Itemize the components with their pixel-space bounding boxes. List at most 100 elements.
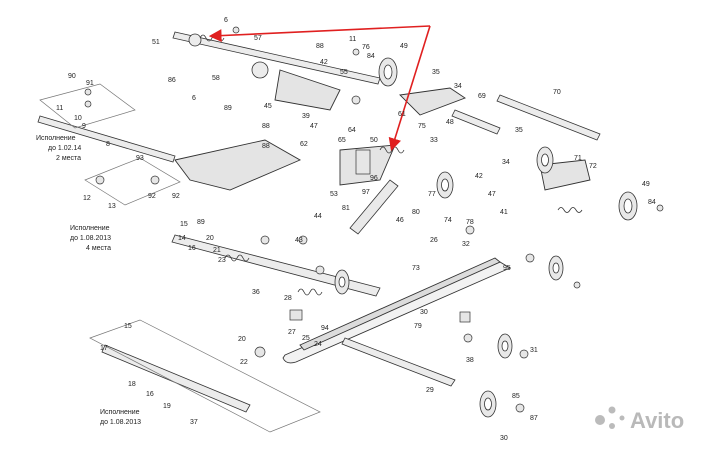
- bottom-rail: [341, 337, 456, 387]
- part-label: 91: [86, 80, 94, 87]
- part-label: 70: [553, 89, 561, 96]
- part-label: 18: [128, 381, 136, 388]
- part-label: 61: [398, 111, 406, 118]
- wheels: [334, 57, 638, 418]
- part-label: 8: [106, 141, 110, 148]
- part-label: 35: [515, 127, 523, 134]
- part-label: 13: [108, 203, 116, 210]
- part-label: 79: [414, 323, 422, 330]
- part-label: 43: [295, 237, 303, 244]
- part-label: 11: [56, 105, 63, 112]
- part-label: 97: [362, 189, 370, 196]
- part-label: 29: [426, 387, 434, 394]
- svg-text:Исполнение: Исполнение: [36, 135, 76, 142]
- part-label: 78: [466, 219, 474, 226]
- part-label: 92: [148, 193, 156, 200]
- part-label: 15: [180, 221, 188, 228]
- part-label: 80: [412, 209, 420, 216]
- part-label: 62: [300, 141, 308, 148]
- inset-box-3: [89, 319, 321, 433]
- part-label: 14: [178, 235, 186, 242]
- part-label: 84: [367, 53, 375, 60]
- part-label: 31: [530, 347, 538, 354]
- part-label: 51: [152, 39, 160, 46]
- svg-text:2 места: 2 места: [56, 155, 81, 162]
- part-label: 34: [502, 159, 510, 166]
- part-label: 64: [348, 127, 356, 134]
- wheel-rear-3: [479, 390, 497, 418]
- note-1: Исполнение до 1.02.14 2 места: [36, 135, 81, 162]
- part-label: 9: [82, 123, 86, 130]
- part-label: 88: [262, 123, 270, 130]
- part-label: 89: [224, 105, 232, 112]
- part-label: 22: [240, 359, 248, 366]
- part-label: 55: [340, 69, 348, 76]
- part-label: 26: [430, 237, 438, 244]
- part-label: 37: [190, 419, 198, 426]
- part-label: 73: [412, 265, 420, 272]
- part-label: 50: [370, 137, 378, 144]
- part-label: 58: [212, 75, 220, 82]
- part-label: 21: [213, 247, 221, 254]
- part-label: 6: [192, 95, 196, 102]
- part-label: 92: [172, 193, 180, 200]
- upper-axle: [172, 31, 381, 85]
- part-label: 17: [100, 345, 108, 352]
- part-label: 41: [500, 209, 508, 216]
- part-label: 45: [264, 103, 272, 110]
- part-label: 23: [218, 257, 226, 264]
- part-label: 93: [136, 155, 144, 162]
- part-label: 88: [262, 143, 270, 150]
- part-label: 75: [418, 123, 426, 130]
- svg-text:Исполнение: Исполнение: [100, 409, 140, 416]
- part-label: 69: [478, 93, 486, 100]
- wheel-49-right: [618, 191, 638, 221]
- shock-absorber: [349, 179, 399, 235]
- wheel-34-right: [536, 146, 554, 174]
- part-label: 16: [146, 391, 154, 398]
- part-label: 20: [206, 235, 214, 242]
- left-shaft: [37, 115, 176, 163]
- svg-text:Исполнение: Исполнение: [70, 225, 110, 232]
- wheel-49-top: [378, 57, 398, 87]
- part-label: 15: [124, 323, 132, 330]
- part-label: 90: [68, 73, 76, 80]
- part-labels: 6 51 57 11 76 84 49 88 86 58 42 55 90 91…: [56, 17, 656, 442]
- part-label: 10: [74, 115, 82, 122]
- part-label: 71: [574, 155, 582, 162]
- svg-text:до 1.08.2013: до 1.08.2013: [70, 235, 111, 242]
- part-label: 87: [530, 415, 538, 422]
- svg-text:до 1.02.14: до 1.02.14: [48, 145, 81, 152]
- part-label: 11: [349, 36, 356, 43]
- part-label: 65: [338, 137, 346, 144]
- part-label: 88: [316, 43, 324, 50]
- wheel-34-mid: [436, 171, 454, 199]
- svg-text:до 1.08.2013: до 1.08.2013: [100, 419, 141, 426]
- rear-arm: [339, 144, 591, 191]
- bottom-bracket: [101, 344, 251, 413]
- part-label: 47: [488, 191, 496, 198]
- inset-box-2: [84, 157, 181, 206]
- part-label: 19: [163, 403, 171, 410]
- wheel-rear-1: [548, 255, 564, 281]
- part-label: 42: [320, 59, 328, 66]
- part-label: 49: [400, 43, 408, 50]
- inset-box-1: [39, 83, 136, 129]
- part-label: 30: [420, 309, 428, 316]
- part-label: 94: [321, 325, 329, 332]
- part-label: 39: [302, 113, 310, 120]
- part-label: 35: [432, 69, 440, 76]
- part-label: 72: [589, 163, 597, 170]
- part-label: 30: [500, 435, 508, 442]
- part-label: 53: [330, 191, 338, 198]
- part-label: 46: [396, 217, 404, 224]
- part-label: 57: [254, 35, 262, 42]
- part-label: 28: [284, 295, 292, 302]
- wheel-rear-2: [497, 333, 513, 359]
- lower-rail-left: [171, 234, 381, 297]
- part-label: 20: [238, 336, 246, 343]
- part-label: 24: [314, 341, 322, 348]
- svg-text:4 места: 4 места: [86, 245, 111, 252]
